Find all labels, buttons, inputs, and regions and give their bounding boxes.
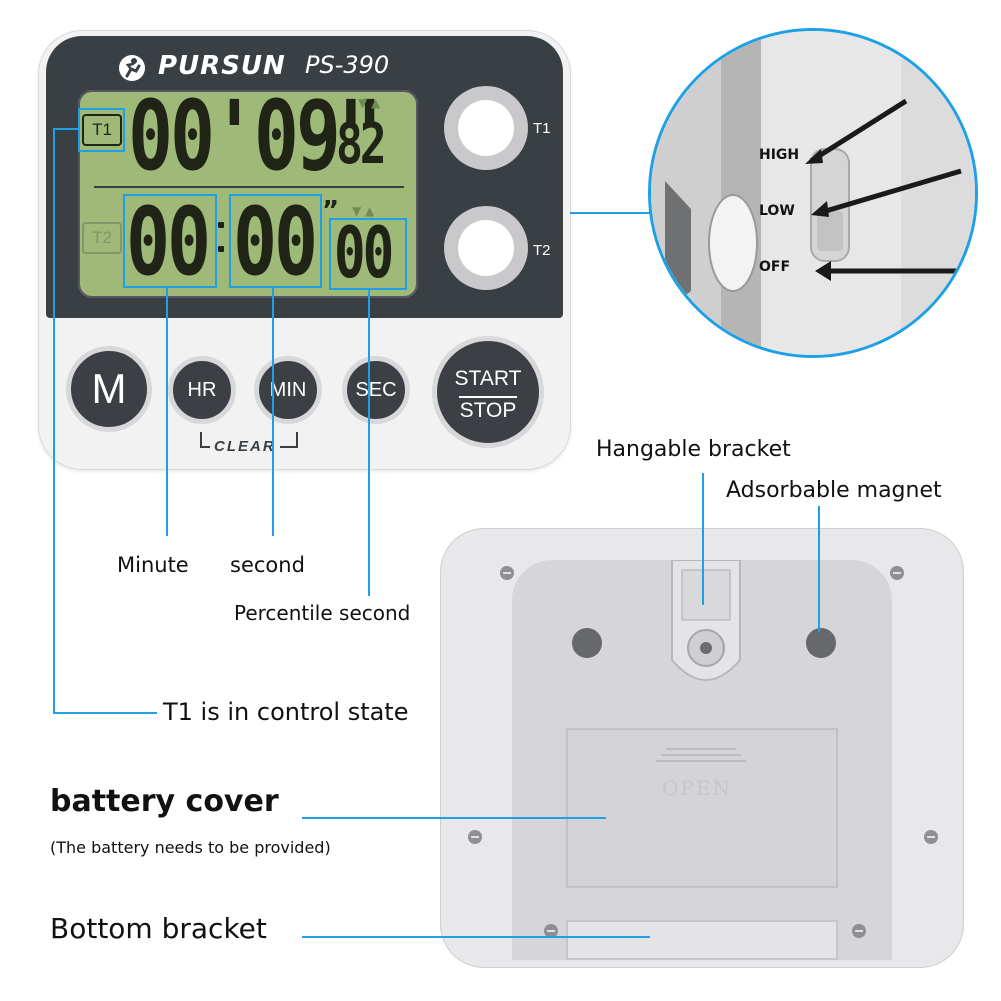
t1-button-label: T1 [533, 120, 551, 137]
timer1-main-digits: 00'09" [128, 80, 383, 192]
screw-icon [468, 830, 482, 844]
screw-icon [924, 830, 938, 844]
battery-note: (The battery needs to be provided) [50, 838, 331, 857]
colon-dot [218, 222, 224, 228]
timer1-small-digits: 82 [336, 112, 387, 177]
hr-button-label: HR [187, 379, 217, 401]
second-highlight-box [229, 194, 322, 288]
sec-button-label: SEC [355, 379, 397, 401]
hangable-bracket-label: Hangable bracket [596, 437, 791, 462]
second-callout-line [272, 288, 274, 536]
switch-low-label: LOW [759, 203, 795, 219]
percentile-label: Percentile second [234, 601, 411, 625]
mount-hole [572, 628, 602, 658]
start-label: START [454, 367, 522, 390]
screw-icon [890, 566, 904, 580]
open-label: OPEN [662, 776, 732, 800]
t2-indicator: T2 [82, 222, 122, 254]
brand-name: PURSUN [158, 51, 286, 81]
t1-indicator: T1 [82, 114, 122, 146]
minute-callout-line [166, 288, 168, 536]
battery-cover: OPEN [566, 728, 838, 888]
hangable-bracket-line [702, 473, 704, 605]
minute-highlight-box [123, 194, 217, 288]
start-stop-divider [459, 396, 517, 398]
battery-cover-label: battery cover [50, 784, 279, 819]
m-button-label: M [91, 365, 127, 412]
t1-button-cap[interactable] [458, 100, 514, 156]
switch-zoom-image [651, 31, 975, 355]
t1-callout-line-bottom [53, 712, 157, 714]
screw-icon [852, 924, 866, 938]
timer2-second-digits: 00 [233, 188, 318, 297]
start-stop-button[interactable]: START STOP [432, 336, 544, 448]
battery-cover-line [302, 817, 606, 819]
indicator-arrows-icon: ▼ ▲ [358, 96, 381, 110]
colon-dot [218, 246, 224, 252]
timer2-percentile-digits: 00 [334, 212, 394, 294]
minute-label: Minute [117, 553, 189, 577]
t1-callout-line-vertical [53, 128, 55, 714]
second-label: second [230, 553, 305, 577]
screw-icon [500, 566, 514, 580]
hr-button[interactable]: HR [168, 356, 236, 424]
stop-label: STOP [459, 399, 517, 422]
timer2-minute-digits: 00 [126, 188, 211, 297]
model-number: PS-390 [305, 51, 390, 79]
t2-button-label: T2 [533, 242, 551, 259]
magnet-label: Adsorbable magnet [726, 478, 942, 503]
t1-state-label: T1 is in control state [163, 698, 409, 726]
runner-logo-icon [119, 55, 145, 81]
switch-high-label: HIGH [759, 147, 800, 163]
t1-highlight-box [78, 108, 125, 152]
indicator-arrows-icon: ▼ ▲ [352, 204, 375, 218]
sec-button[interactable]: SEC [342, 356, 410, 424]
bottom-bracket-line [302, 936, 650, 938]
screw-icon [544, 924, 558, 938]
lcd-divider [94, 186, 404, 188]
magnet [806, 628, 836, 658]
brand-header: PURSUN PS-390 [118, 48, 438, 88]
zoom-connector-line [570, 212, 650, 214]
percentile-highlight-box [329, 218, 407, 290]
magnet-line [818, 506, 820, 632]
percentile-callout-line [368, 290, 370, 596]
t1-callout-line-top [53, 128, 79, 130]
bottom-bracket-label: Bottom bracket [50, 912, 267, 945]
clear-label: CLEAR [210, 438, 280, 455]
switch-zoom-view: HIGH LOW OFF [648, 28, 978, 358]
min-button[interactable]: MIN [254, 356, 322, 424]
hanger-bracket [671, 560, 741, 681]
t2-button-cap[interactable] [458, 220, 514, 276]
switch-off-label: OFF [759, 259, 791, 275]
min-button-label: MIN [269, 379, 307, 401]
bottom-bracket [566, 920, 838, 960]
m-button[interactable]: M [66, 346, 152, 432]
